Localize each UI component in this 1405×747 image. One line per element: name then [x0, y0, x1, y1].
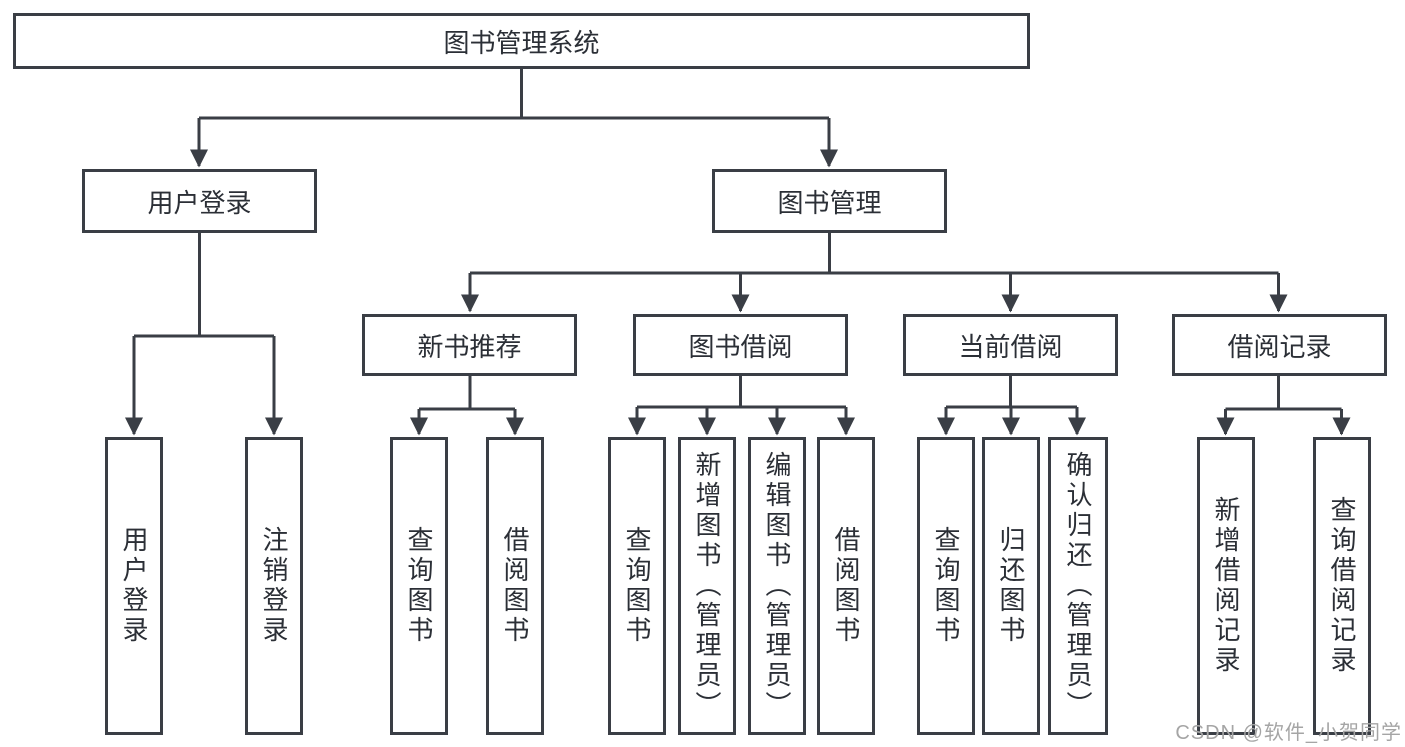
leaf-newbooks-query: 查询图书 — [390, 437, 448, 735]
leaf-newbooks-query-label: 查询图书 — [404, 526, 434, 646]
node-new-books-label: 新书推荐 — [417, 331, 522, 362]
node-new-books: 新书推荐 — [362, 314, 577, 376]
csdn-watermark: CSDN @软件_小贺同学 — [1175, 722, 1402, 744]
node-current-borrow: 当前借阅 — [903, 314, 1118, 376]
leaf-bookborrow-add: 新增图书（管理员） — [678, 437, 736, 735]
leaf-bookborrow-query: 查询图书 — [608, 437, 666, 735]
leaf-logout: 注销登录 — [245, 437, 303, 735]
leaf-current-return-label: 归还图书 — [996, 526, 1026, 646]
leaf-current-query: 查询图书 — [917, 437, 975, 735]
node-book-borrow: 图书借阅 — [633, 314, 848, 376]
leaf-records-query: 查询借阅记录 — [1313, 437, 1371, 735]
leaf-bookborrow-add-label: 新增图书（管理员） — [692, 451, 722, 721]
leaf-current-return: 归还图书 — [982, 437, 1040, 735]
node-root: 图书管理系统 — [13, 13, 1030, 69]
node-user-login-label: 用户登录 — [147, 187, 252, 218]
leaf-user-login: 用户登录 — [105, 437, 163, 735]
node-borrow-records-label: 借阅记录 — [1227, 331, 1332, 362]
node-book-mgmt: 图书管理 — [712, 169, 947, 233]
leaf-logout-label: 注销登录 — [259, 526, 289, 646]
node-root-label: 图书管理系统 — [443, 27, 600, 58]
leaf-current-query-label: 查询图书 — [931, 526, 961, 646]
leaf-records-query-label: 查询借阅记录 — [1327, 496, 1357, 676]
leaf-bookborrow-borrow: 借阅图书 — [817, 437, 875, 735]
leaf-bookborrow-edit: 编辑图书（管理员） — [748, 437, 806, 735]
node-user-login: 用户登录 — [82, 169, 317, 233]
leaf-newbooks-borrow: 借阅图书 — [486, 437, 544, 735]
node-current-borrow-label: 当前借阅 — [958, 331, 1063, 362]
leaf-current-confirm: 确认归还（管理员） — [1048, 437, 1108, 735]
node-book-borrow-label: 图书借阅 — [688, 331, 793, 362]
leaf-user-login-label: 用户登录 — [119, 526, 149, 646]
node-book-mgmt-label: 图书管理 — [777, 187, 882, 218]
node-borrow-records: 借阅记录 — [1172, 314, 1387, 376]
leaf-bookborrow-query-label: 查询图书 — [622, 526, 652, 646]
leaf-records-add-label: 新增借阅记录 — [1211, 496, 1241, 676]
leaf-current-confirm-label: 确认归还（管理员） — [1063, 451, 1093, 721]
leaf-newbooks-borrow-label: 借阅图书 — [500, 526, 530, 646]
leaf-bookborrow-borrow-label: 借阅图书 — [831, 526, 861, 646]
leaf-bookborrow-edit-label: 编辑图书（管理员） — [762, 451, 792, 721]
leaf-records-add: 新增借阅记录 — [1197, 437, 1255, 735]
